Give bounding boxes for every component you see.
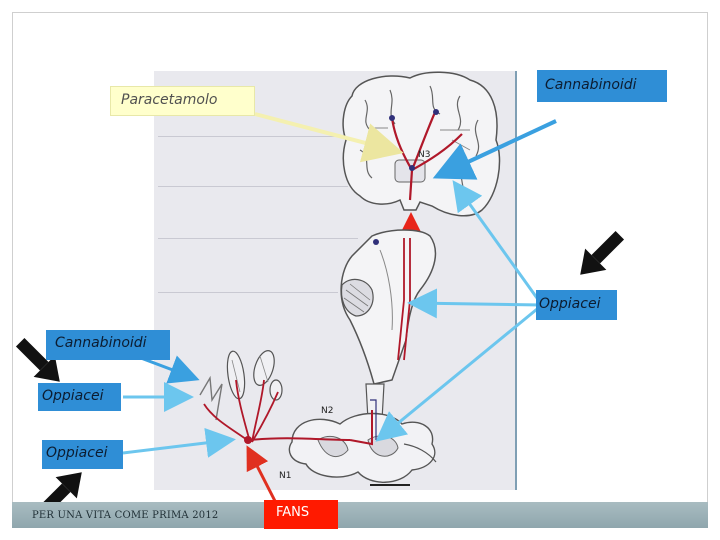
panel-rule <box>158 238 358 239</box>
oppiacei-brainstem-arrow <box>407 288 543 319</box>
arrow-down-right-icon <box>15 337 60 382</box>
panel-rule <box>158 186 348 187</box>
oppiacei-ganglion-arrow <box>122 428 236 458</box>
paracetamolo-label: Paracetamolo <box>110 86 255 116</box>
arrow-down-left-icon <box>580 230 625 275</box>
paracetamolo-arrow <box>254 112 404 163</box>
footer-text: PER UNA VITA COME PRIMA 2012 <box>32 510 219 521</box>
n1-label: N1 <box>279 471 291 481</box>
oppiacei-right-label: Oppiacei <box>536 290 617 320</box>
cannabinoidi-brain-arrow <box>432 119 557 180</box>
peripheral-nerve-illustration <box>199 350 283 444</box>
brainstem-illustration <box>340 229 437 385</box>
oppiacei-left-label-2: Oppiacei <box>42 440 123 469</box>
oppiacei-spinal-arrow <box>375 303 543 442</box>
n3-label: N3 <box>418 150 430 160</box>
oppiacei-brain-arrow <box>452 180 544 306</box>
n2-label: N2 <box>321 406 333 416</box>
panel-rule <box>158 136 353 137</box>
fans-label: FANS <box>264 500 338 529</box>
cannabinoidi-brain-label: Cannabinoidi <box>537 70 667 102</box>
footer-bar <box>12 502 708 528</box>
panel-rule <box>158 292 338 293</box>
oppiacei-left-label-1: Oppiacei <box>38 383 121 411</box>
fans-arrow <box>246 445 278 504</box>
cannabinoidi-left-label: Cannabinoidi <box>46 330 170 360</box>
